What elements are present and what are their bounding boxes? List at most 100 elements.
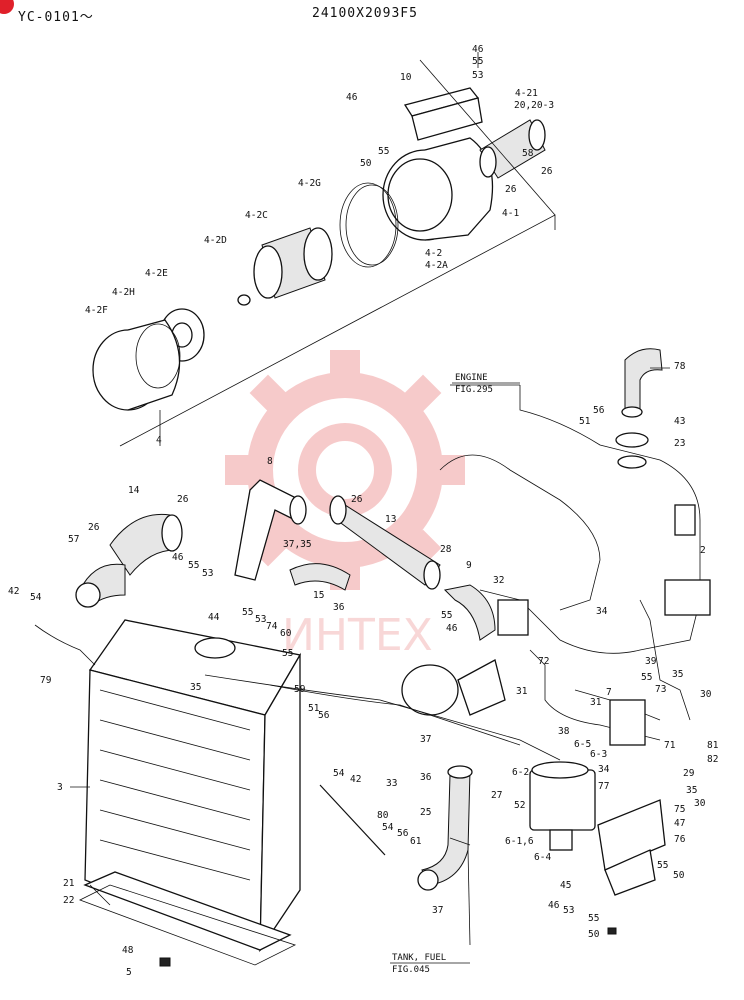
callout: 53: [472, 70, 483, 81]
callout: 53: [255, 614, 266, 625]
callout: 77: [598, 781, 609, 792]
callout: 4: [156, 435, 162, 446]
callout: 4-2F: [85, 305, 108, 316]
intake-ducts: [75, 479, 529, 716]
callout: 6-5: [574, 739, 591, 750]
callout: 15: [313, 590, 324, 601]
callout: 82: [707, 754, 718, 765]
callout-labels: 46 55 53 10 46 4-21 20,20-3 55 50 58 26 …: [8, 44, 719, 978]
callout: 78: [674, 361, 686, 372]
callout: 52: [514, 800, 525, 811]
callout: 13: [385, 514, 396, 525]
callout: 56: [593, 405, 605, 416]
callout: 79: [40, 675, 52, 686]
callout: 53: [563, 905, 574, 916]
callout: 26: [88, 522, 100, 533]
callout: 26: [177, 494, 189, 505]
corner-badge: [0, 0, 14, 14]
callout: 42: [350, 774, 361, 785]
callout: 72: [538, 656, 549, 667]
callout: 6-1,6: [505, 836, 534, 847]
callout: 4-2: [425, 248, 442, 259]
elbow-78: [624, 348, 663, 411]
callout: 22: [63, 895, 74, 906]
callout: 54: [333, 768, 345, 779]
callout: 8: [267, 456, 273, 467]
callout: 26: [505, 184, 517, 195]
callout: 37: [432, 905, 443, 916]
callout: 55: [472, 56, 483, 67]
callout: 54: [382, 822, 394, 833]
radiator-assembly: [78, 619, 302, 966]
callout: 2: [700, 545, 706, 556]
callout: 37,35: [283, 539, 312, 550]
engine-ref-line1: ENGINE: [455, 373, 488, 383]
callout: 35: [686, 785, 697, 796]
callout: 6-4: [534, 852, 551, 863]
callout: 30: [700, 689, 712, 700]
callout: 55: [657, 860, 668, 871]
callout: 5: [126, 967, 132, 978]
callout: 61: [410, 836, 422, 847]
callout: 34: [598, 764, 610, 775]
callout: 76: [674, 834, 686, 845]
callout: 4-2G: [298, 178, 321, 189]
callout: 4-1: [502, 208, 519, 219]
callout: 73: [655, 684, 666, 695]
watermark-text: ИНТЕХ: [282, 610, 433, 661]
callout: 9: [466, 560, 472, 571]
callout: 48: [122, 945, 134, 956]
callout: 4-2D: [204, 235, 227, 246]
callout: 30: [694, 798, 706, 809]
callout: 23: [674, 438, 685, 449]
callout: 55: [441, 610, 452, 621]
callout: 25: [420, 807, 431, 818]
callout: 36: [333, 602, 345, 613]
callout: 3: [57, 782, 63, 793]
callout: 4-21: [515, 88, 538, 99]
callout: 46: [346, 92, 358, 103]
filter-71: [609, 699, 646, 746]
callout: 59: [294, 684, 306, 695]
callout: 56: [397, 828, 409, 839]
engine-outline: [439, 384, 711, 654]
callout: 26: [351, 494, 363, 505]
callout: 38: [558, 726, 570, 737]
callout: 56: [318, 710, 330, 721]
part-code-label: 24100X2093F5: [312, 6, 418, 21]
callout: 55: [242, 607, 253, 618]
callout: 27: [491, 790, 502, 801]
callout: 33: [386, 778, 397, 789]
rod-80: [319, 784, 386, 856]
callout: 80: [377, 810, 389, 821]
callout: 21: [63, 878, 75, 889]
callout: 20,20-3: [514, 100, 554, 111]
callout: 6-2: [512, 767, 529, 778]
callout: 37: [420, 734, 431, 745]
callout: 71: [664, 740, 676, 751]
callout: 31: [516, 686, 528, 697]
tank-ref-line2: FIG.045: [392, 965, 430, 975]
callout: 4-2H: [112, 287, 135, 298]
callout: 26: [541, 166, 553, 177]
callout: 46: [172, 552, 184, 563]
callout: 46: [472, 44, 484, 55]
callout: 46: [446, 623, 458, 634]
callout: 46: [548, 900, 560, 911]
model-range-label: YC-0101〜: [18, 10, 94, 25]
callout: 55: [641, 672, 652, 683]
callout: 28: [440, 544, 452, 555]
callout: 7: [606, 687, 612, 698]
callout: 75: [674, 804, 685, 815]
callout: 14: [128, 485, 140, 496]
callout: 29: [683, 768, 695, 779]
callout: 51: [308, 703, 320, 714]
engine-ref-line2: FIG.295: [455, 385, 493, 395]
callout: 58: [522, 148, 534, 159]
callout: 50: [360, 158, 372, 169]
bracket-75: [597, 799, 666, 871]
callout: 50: [673, 870, 685, 881]
callout: 81: [707, 740, 719, 751]
callout: 10: [400, 72, 412, 83]
callout: 55: [588, 913, 599, 924]
